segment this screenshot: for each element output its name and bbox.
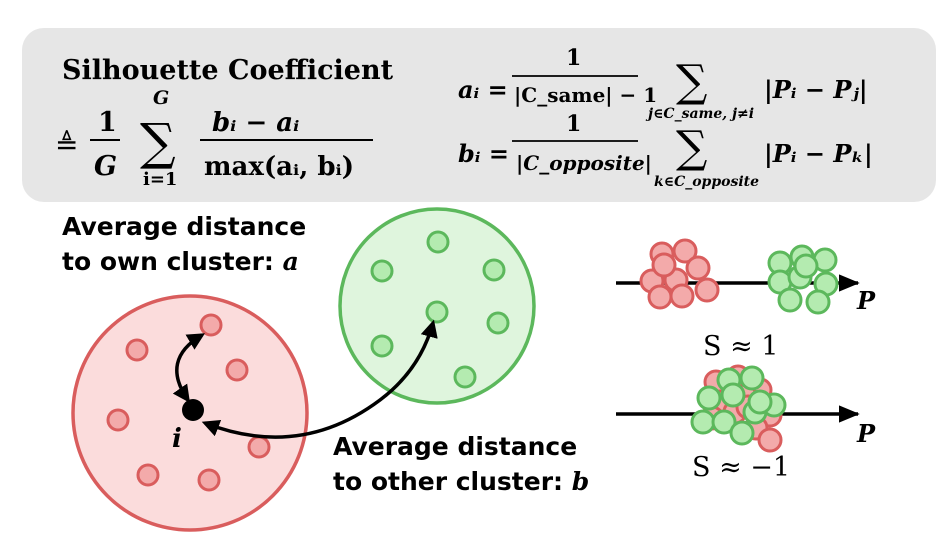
bottom-mixed-points bbox=[690, 364, 787, 453]
top-green-point bbox=[805, 289, 831, 315]
formula-panel bbox=[22, 28, 936, 202]
b-frac-denominator: |C_opposite| bbox=[516, 151, 652, 175]
score-high-label: S ≈ 1 bbox=[703, 331, 778, 362]
frac-1-numerator: 1 bbox=[98, 107, 117, 138]
a-lhs: aᵢ = bbox=[458, 75, 508, 104]
a-frac-numerator: 1 bbox=[566, 45, 581, 71]
top-red-points bbox=[639, 238, 720, 310]
own-cluster-point bbox=[199, 313, 223, 337]
other-cluster-point bbox=[425, 300, 449, 324]
main-numerator: bᵢ − aᵢ bbox=[212, 108, 299, 138]
other-cluster-point bbox=[486, 311, 510, 335]
bottom-green-point bbox=[690, 409, 716, 435]
other-cluster-point bbox=[426, 230, 450, 254]
b-sum-symbol: ∑ bbox=[676, 122, 707, 173]
a-sum-subscript: j∈C_same, j≠i bbox=[645, 106, 754, 122]
own-cluster-label-line1: Average distance bbox=[62, 212, 306, 241]
b-lhs: bᵢ = bbox=[458, 139, 509, 168]
other-cluster-label-line2: to other cluster: b bbox=[333, 467, 589, 496]
b-sum-subscript: k∈C_opposite bbox=[654, 174, 759, 190]
top-red-point bbox=[685, 255, 711, 281]
a-term: |Pᵢ − Pⱼ| bbox=[764, 75, 868, 104]
other-cluster-label-line1: Average distance bbox=[333, 432, 577, 461]
a-sum-symbol: ∑ bbox=[676, 56, 707, 107]
own-cluster-point bbox=[136, 463, 160, 487]
other-cluster-point bbox=[453, 365, 477, 389]
axis-bottom-label: P bbox=[856, 419, 876, 448]
axis-top-label: P bbox=[856, 286, 876, 315]
point-i-label: i bbox=[172, 424, 182, 454]
score-low-label: S ≈ −1 bbox=[692, 452, 790, 483]
top-red-point bbox=[647, 284, 673, 310]
top-red-point bbox=[651, 252, 677, 278]
bottom-red-point bbox=[757, 427, 783, 453]
top-green-point bbox=[777, 287, 803, 313]
own-cluster-point bbox=[225, 358, 249, 382]
main-denominator: max(aᵢ, bᵢ) bbox=[204, 152, 354, 182]
top-red-point bbox=[672, 238, 698, 264]
sum-upper: G bbox=[153, 87, 169, 109]
own-cluster-label-line2: to own cluster: a bbox=[62, 247, 299, 276]
own-cluster-point bbox=[247, 435, 271, 459]
bottom-green-point bbox=[729, 420, 755, 446]
definition-symbol: ≜ bbox=[55, 128, 78, 161]
own-distance-arrow bbox=[172, 333, 206, 403]
sum-lower: i=1 bbox=[143, 169, 177, 190]
other-cluster-point bbox=[370, 259, 394, 283]
own-cluster-point bbox=[125, 338, 149, 362]
point-i bbox=[182, 399, 204, 421]
own-cluster-point bbox=[106, 408, 130, 432]
top-green-points bbox=[767, 244, 839, 315]
own-cluster-point bbox=[197, 468, 221, 492]
formula-title: Silhouette Coefficient bbox=[62, 55, 394, 86]
bottom-green-point bbox=[711, 409, 737, 435]
bottom-green-point bbox=[720, 382, 746, 408]
bottom-green-point bbox=[739, 365, 765, 391]
frac-1-denominator: G bbox=[94, 151, 117, 182]
a-frac-denominator: |C_same| − 1 bbox=[514, 83, 657, 107]
b-term: |Pᵢ − Pₖ| bbox=[764, 139, 873, 168]
other-distance-arrow bbox=[201, 319, 438, 439]
bottom-green-point bbox=[747, 389, 773, 415]
top-red-point bbox=[669, 283, 695, 309]
sum-symbol: ∑ bbox=[140, 113, 176, 171]
top-green-point bbox=[793, 253, 819, 279]
other-cluster-point bbox=[370, 334, 394, 358]
bottom-green-point bbox=[696, 385, 722, 411]
top-red-point bbox=[694, 277, 720, 303]
b-frac-numerator: 1 bbox=[566, 111, 581, 137]
other-cluster-point bbox=[482, 258, 506, 282]
